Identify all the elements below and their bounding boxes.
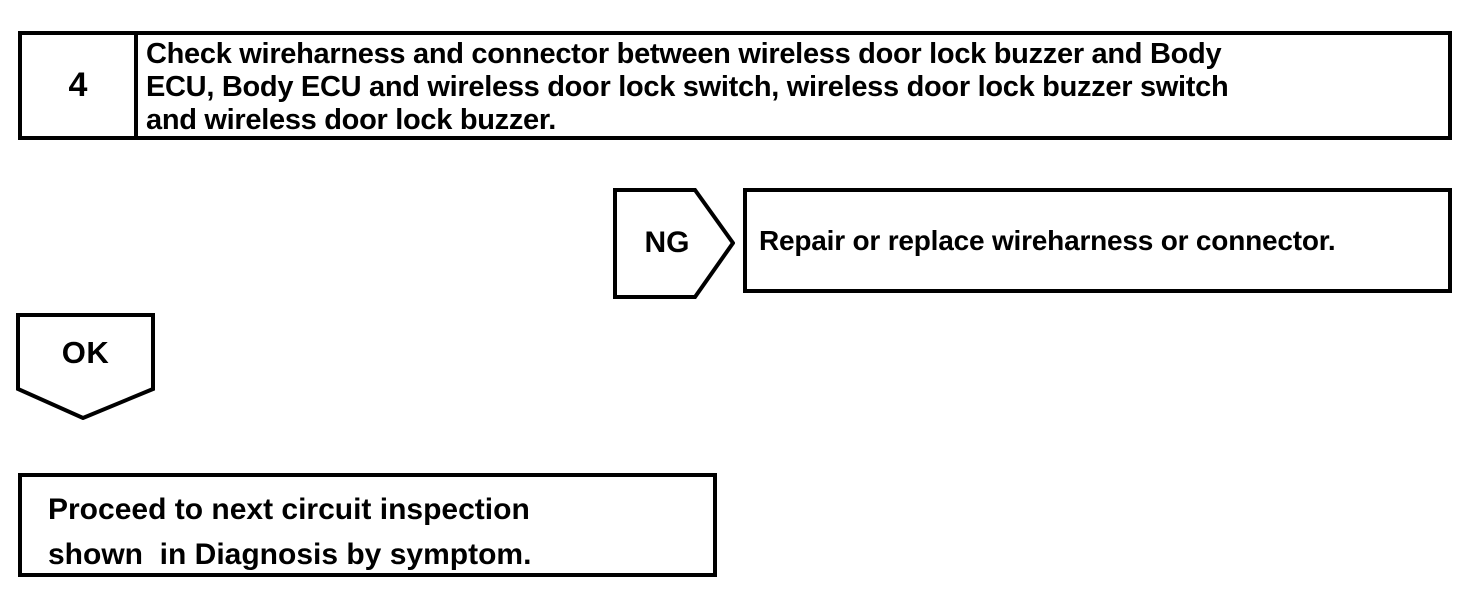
step-box: 4 Check wireharness and connector betwee… <box>18 31 1452 140</box>
ok-result-line-2: shown in Diagnosis by symptom. <box>48 538 532 571</box>
step-instruction-line-1: Check wireharness and connector between … <box>146 38 1222 70</box>
ok-label: OK <box>61 335 110 370</box>
step-instruction-line-2: ECU, Body ECU and wireless door lock swi… <box>146 71 1229 103</box>
ok-result-box: Proceed to next circuit inspection shown… <box>18 473 717 577</box>
step-instruction: Check wireharness and connector between … <box>138 35 1448 136</box>
ok-result-line-1: Proceed to next circuit inspection <box>48 493 530 526</box>
ng-connector-arrow-icon <box>613 188 735 299</box>
ok-connector-arrow-icon <box>16 313 155 420</box>
step-number: 4 <box>68 66 88 104</box>
ng-label: NG <box>644 225 690 259</box>
ng-result-text: Repair or replace wireharness or connect… <box>759 224 1336 256</box>
ng-result-box: Repair or replace wireharness or connect… <box>743 188 1452 293</box>
step-number-cell: 4 <box>22 35 138 136</box>
step-instruction-line-3: and wireless door lock buzzer. <box>146 104 557 136</box>
